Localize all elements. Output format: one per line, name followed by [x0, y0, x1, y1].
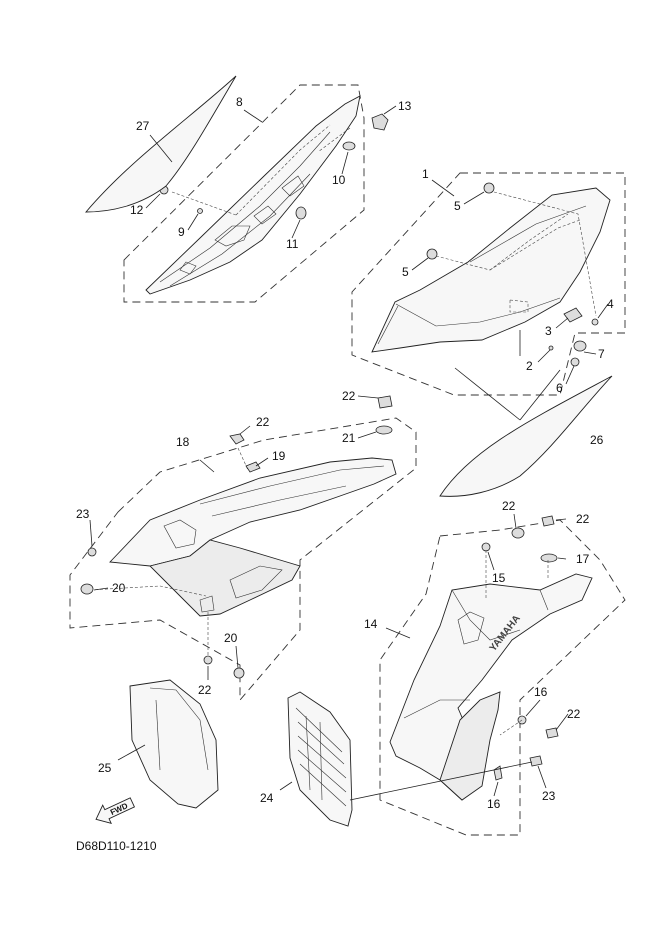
nut-13: [371, 113, 389, 131]
callout-25: 25: [98, 761, 112, 775]
clip-16-b: [493, 765, 503, 781]
part-group-18: [69, 395, 417, 702]
shroud-14: [389, 573, 593, 801]
bolt-22-e: [541, 515, 555, 527]
callout-16-a: 16: [534, 685, 548, 699]
callout-20-b: 20: [224, 631, 238, 645]
callout-7: 7: [598, 347, 605, 361]
callout-22-a: 22: [256, 415, 270, 429]
screw-5a: [483, 182, 495, 194]
bolt-22-f: [545, 727, 559, 739]
callout-4: 4: [607, 297, 614, 311]
callout-27: 27: [136, 119, 150, 133]
decal-26: [439, 375, 613, 497]
leader-lines: [89, 105, 609, 797]
damper-7: [573, 340, 587, 352]
group-outline-1: [351, 172, 626, 396]
callout-22-e: 22: [576, 512, 590, 526]
callout-5-a: 5: [454, 199, 461, 213]
callout-23-a: 23: [76, 507, 90, 521]
callout-23-b: 23: [542, 789, 556, 803]
washer-21: [375, 425, 393, 435]
grommet-11: [295, 206, 307, 220]
damper-20-a: [80, 583, 94, 595]
side-cover-18: [109, 457, 397, 567]
damper-10: [342, 141, 356, 151]
callout-2: 2: [526, 359, 533, 373]
callout-19: 19: [272, 449, 286, 463]
group-outline-18: [69, 417, 417, 702]
clip-19: [245, 461, 261, 473]
callout-22-f: 22: [567, 707, 581, 721]
screw-23-a: [87, 547, 97, 557]
washer-17: [540, 553, 558, 563]
callout-8: 8: [236, 95, 243, 109]
part-group-14: YAMAHA: [379, 515, 626, 836]
callout-14: 14: [364, 617, 378, 631]
callout-1: 1: [422, 167, 429, 181]
diagram-code: D68D110-1210: [76, 839, 157, 853]
callout-numbers: 8 27 12 9 11 10 13 1 5 5 4 3 2 7 6 26 22…: [76, 95, 614, 811]
callout-18: 18: [176, 435, 190, 449]
callout-5-b: 5: [402, 265, 409, 279]
collar-9: [197, 208, 203, 214]
shroud-25: [129, 679, 219, 809]
radiator-guard-24: [287, 691, 353, 827]
group-outline-8: [123, 84, 365, 303]
callout-26: 26: [590, 433, 604, 447]
bolt-22-d: [511, 527, 525, 539]
callout-13: 13: [398, 99, 412, 113]
callout-21: 21: [342, 431, 356, 445]
callout-16-b: 16: [487, 797, 501, 811]
callout-9: 9: [178, 225, 185, 239]
callout-15: 15: [492, 571, 506, 585]
callout-20-a: 20: [112, 581, 126, 595]
callout-11: 11: [286, 237, 299, 251]
callout-24: 24: [260, 791, 274, 805]
callout-22-c: 22: [342, 389, 356, 403]
side-cover-1: [371, 187, 611, 353]
collar-2: [548, 345, 554, 351]
callout-12: 12: [130, 203, 144, 217]
bolt-22-c: [377, 395, 393, 409]
damper-20-b: [233, 667, 245, 679]
nut-4: [591, 318, 599, 326]
fwd-label: FWD: [109, 801, 130, 817]
screw-5b: [426, 248, 438, 260]
callout-3: 3: [545, 324, 552, 338]
part-group-1: [351, 172, 626, 396]
screw-22-a: [229, 433, 245, 445]
decal-27: [85, 75, 237, 213]
bolt-6: [570, 357, 580, 367]
callout-22-d: 22: [502, 499, 516, 513]
collar-15: [481, 542, 491, 552]
screw-22-b: [203, 655, 213, 665]
fwd-arrow: FWD: [95, 797, 136, 824]
callout-6: 6: [556, 381, 563, 395]
callout-10: 10: [332, 173, 346, 187]
screw-23-b: [529, 755, 543, 767]
callout-22-b: 22: [198, 683, 212, 697]
callout-17: 17: [576, 552, 590, 566]
clip-3: [563, 307, 583, 323]
